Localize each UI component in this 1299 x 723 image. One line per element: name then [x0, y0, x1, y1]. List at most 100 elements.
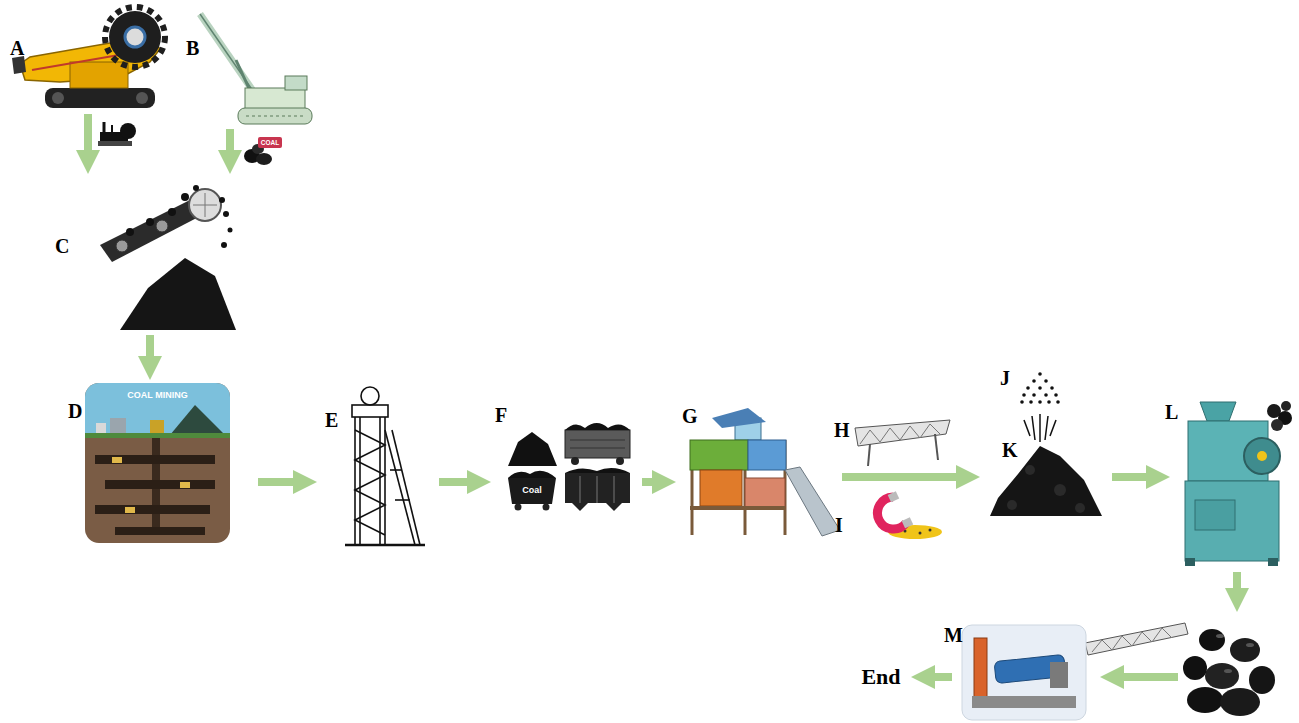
- conveyor-picture: [126, 228, 134, 236]
- conveyor-icon: [1092, 628, 1172, 652]
- briquettes-picture: [1230, 638, 1260, 662]
- process-step: K: [990, 440, 1102, 518]
- flow-arrow: [842, 473, 964, 481]
- screening-picture: [700, 470, 742, 506]
- mine-cross-section: [110, 418, 126, 433]
- conveyor-picture: [156, 220, 168, 232]
- magnet-icon: [929, 529, 932, 532]
- briquettes-picture: [1199, 629, 1225, 651]
- flow-arrow: [146, 335, 154, 364]
- flow-arrow: [1233, 572, 1241, 596]
- coal-pile: [1025, 465, 1035, 475]
- mine-cross-section: [105, 480, 215, 489]
- wagons-picture: [565, 473, 630, 503]
- screening-picture: [785, 467, 840, 536]
- headframe-picture: [395, 499, 410, 501]
- dryer-picture: [972, 696, 1076, 708]
- briquettes-picture: [1187, 687, 1223, 713]
- wagons-picture: [515, 504, 522, 511]
- icon-text: Coal: [522, 485, 542, 495]
- magnet-icon: [878, 491, 942, 539]
- wagons-picture: [597, 476, 598, 503]
- process-step: E: [345, 385, 425, 545]
- step-letter: D: [68, 401, 82, 421]
- step-letter: C: [55, 236, 69, 256]
- spray-picture: [1024, 420, 1030, 436]
- process-step: G: [680, 412, 840, 537]
- dryer-picture: [1050, 662, 1068, 688]
- coal-icon: [256, 153, 272, 165]
- briquettes-picture: [1220, 688, 1260, 716]
- process-step: D: [85, 383, 230, 543]
- spray-picture: [1047, 400, 1051, 404]
- spray-picture: [1032, 379, 1036, 383]
- drill-rig-picture: [200, 14, 312, 124]
- coal-pile: [1075, 503, 1085, 513]
- conveyor-icon: [860, 424, 940, 444]
- excavator-picture: [45, 88, 155, 108]
- shearer-icon: [98, 141, 132, 146]
- conveyor-picture: [219, 197, 225, 203]
- briquette-press: [1271, 419, 1283, 431]
- conveyor-picture: [223, 211, 229, 217]
- excavator-picture: [70, 62, 128, 88]
- headframe-picture: [392, 430, 420, 545]
- briquette-press: [1200, 402, 1236, 421]
- step-letter: H: [834, 420, 850, 440]
- conveyor-picture: [221, 242, 227, 248]
- process-step: M: [962, 625, 1086, 720]
- spray-picture: [1054, 393, 1058, 397]
- conveyor-picture: [228, 228, 233, 233]
- conveyor-picture: [116, 240, 128, 252]
- headframe-picture: [354, 417, 356, 545]
- coal-icon: [258, 137, 282, 148]
- screening-picture: [712, 408, 766, 428]
- spray-picture: [1045, 416, 1048, 440]
- headframe-picture: [385, 430, 415, 545]
- excavator-picture: [12, 56, 26, 74]
- briquette-press: [1185, 401, 1292, 566]
- process-step: A: [25, 8, 170, 110]
- step-letter: B: [186, 38, 199, 58]
- excavator-picture: [125, 27, 145, 47]
- step-letter: G: [682, 406, 698, 426]
- wagons-picture: [616, 457, 624, 465]
- process-step: F: [505, 418, 632, 513]
- icon-text: Coal: [510, 483, 554, 497]
- excavator-picture: [12, 7, 165, 108]
- process-step: H: [852, 418, 952, 468]
- wagons-picture: [614, 476, 615, 503]
- screening-picture: [748, 440, 786, 470]
- conveyor-picture: [100, 185, 236, 330]
- screening-picture: [745, 478, 785, 508]
- screening-picture: [690, 408, 840, 536]
- conveyor-icon: [1085, 623, 1188, 655]
- conveyor-picture: [205, 193, 206, 217]
- step-letter: I: [835, 515, 843, 535]
- dryer-picture: [962, 625, 1086, 720]
- mine-cross-section: [115, 527, 205, 535]
- coal-icon: [244, 137, 282, 165]
- magnet-icon: [919, 532, 922, 535]
- headframe-picture: [379, 417, 381, 545]
- wagons-picture: [508, 478, 556, 504]
- excavator-picture: [136, 92, 148, 104]
- mine-cross-section: [150, 420, 164, 433]
- flow-arrow: [1116, 673, 1178, 681]
- mine-cross-section: [112, 457, 122, 463]
- headframe-picture: [359, 417, 361, 545]
- spray-picture: [1026, 386, 1030, 390]
- mine-cross-section: [125, 507, 135, 513]
- end-terminal: End: [857, 662, 905, 693]
- shearer-icon: [111, 125, 113, 132]
- wagons-picture: [565, 430, 630, 458]
- drill-rig-picture: [285, 76, 307, 90]
- mine-cross-section: [180, 482, 190, 488]
- wagons-picture: [508, 423, 630, 511]
- screening-picture: [690, 506, 785, 510]
- screening-picture: [690, 440, 748, 470]
- excavator-picture: [52, 92, 64, 104]
- spray-picture: [1050, 420, 1056, 436]
- spray-picture: [1038, 386, 1042, 390]
